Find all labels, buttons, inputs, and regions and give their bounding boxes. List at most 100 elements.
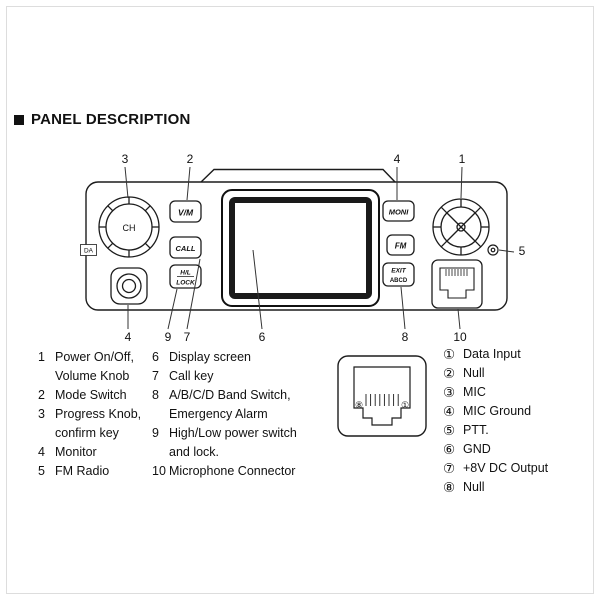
da-tag: DA <box>80 244 97 256</box>
callout-9: 9 <box>165 330 172 344</box>
mic-connector-pinout-diagram: ⑧ ① <box>337 355 427 437</box>
pin1-marker: ① <box>401 400 409 410</box>
legend-number: 2 <box>38 388 45 402</box>
legend-number: 1 <box>38 350 45 364</box>
vm-button-label: V/M <box>178 208 194 218</box>
callout-2: 2 <box>187 152 194 166</box>
legend-number: 5 <box>38 464 45 478</box>
pin-number: ③ <box>443 385 456 400</box>
callout-7: 7 <box>184 330 191 344</box>
pin-text: +8V DC Output <box>463 461 549 475</box>
pin-text: MIC <box>463 385 486 399</box>
callout-numbers: 3 2 4 1 5 4 9 7 6 8 10 <box>122 152 526 344</box>
pin-item: ⑤ PTT. <box>443 421 548 440</box>
legend-text: Mode Switch <box>55 388 127 402</box>
legend-item: 9 High/Low power switch <box>152 424 297 443</box>
legend-item: and lock. <box>152 443 297 462</box>
callout-4-bottom: 4 <box>125 330 132 344</box>
vm-button: V/M <box>169 200 202 223</box>
progress-knob-label: CH <box>123 223 136 233</box>
legend-text: and lock. <box>169 445 220 459</box>
legend-number <box>38 367 55 386</box>
fm-button-label: FM <box>395 242 407 251</box>
pin-text: MIC Ground <box>463 404 532 418</box>
hl-lock-button: H/L LOCK <box>169 264 202 289</box>
pin-number: ⑤ <box>443 423 456 438</box>
legend-number: 10 <box>152 464 166 478</box>
section-marker-icon <box>14 114 24 125</box>
legend-item: 7 Call key <box>152 367 297 386</box>
hl-button-label: H/L <box>180 270 191 277</box>
legend-column-middle: 6 Display screen 7 Call key 8 A/B/C/D Band … <box>152 348 297 481</box>
connector-outline <box>337 355 427 437</box>
legend-number: 7 <box>152 369 159 383</box>
pin-number: ② <box>443 366 456 381</box>
mic-jack <box>431 259 483 309</box>
legend-number: 6 <box>152 350 159 364</box>
legend-item: 2 Mode Switch <box>38 386 141 405</box>
legend-item: Volume Knob <box>38 367 141 386</box>
volume-knob <box>432 198 490 256</box>
legend-text: Call key <box>169 369 214 383</box>
legend-number: 4 <box>38 445 45 459</box>
legend-text: Microphone Connector <box>169 464 296 478</box>
pin-item: ⑦ +8V DC Output <box>443 459 548 478</box>
pin-description-list: ① Data Input ② Null ③ MIC ④ MIC Ground ⑤ PTT.… <box>443 345 548 497</box>
pin-number: ① <box>443 347 456 362</box>
pin-text: PTT. <box>463 423 489 437</box>
legend-item: Emergency Alarm <box>152 405 297 424</box>
connector-pins <box>365 394 399 406</box>
pin-text: Null <box>463 480 485 494</box>
legend-item: 6 Display screen <box>152 348 297 367</box>
pin-item: ② Null <box>443 364 548 383</box>
callout-lines <box>124 166 515 330</box>
pin-item: ④ MIC Ground <box>443 402 548 421</box>
legend-number: 3 <box>38 407 45 421</box>
callout-6: 6 <box>259 330 266 344</box>
callout-4-top: 4 <box>394 152 401 166</box>
callout-1: 1 <box>459 152 466 166</box>
screw-hole <box>487 244 499 256</box>
legend-number <box>152 443 169 462</box>
legend-text: Progress Knob, <box>55 407 142 421</box>
legend-text: FM Radio <box>55 464 110 478</box>
progress-knob <box>98 196 160 258</box>
legend-text: Power On/Off, <box>55 350 134 364</box>
exit-abcd-button: EXIT ABCD <box>382 262 415 287</box>
section-title: PANEL DESCRIPTION <box>14 111 191 128</box>
da-tag-label: DA <box>84 248 94 255</box>
pin-number: ⑧ <box>443 480 456 495</box>
legend-text: High/Low power switch <box>169 426 297 440</box>
legend-text: confirm key <box>55 426 119 440</box>
page-title: PANEL DESCRIPTION <box>31 111 191 128</box>
legend-number <box>152 405 169 424</box>
legend-text: Display screen <box>169 350 251 364</box>
legend-number: 8 <box>152 388 159 402</box>
legend-number: 9 <box>152 426 159 440</box>
legend-item: 4 Monitor <box>38 443 141 462</box>
pin-text: Null <box>463 366 485 380</box>
legend-text: Volume Knob <box>55 369 130 383</box>
legend-item: confirm key <box>38 424 141 443</box>
connector-socket <box>353 366 411 426</box>
legend-text: Emergency Alarm <box>169 407 268 421</box>
legend-text: Monitor <box>55 445 97 459</box>
call-button: CALL <box>169 236 202 259</box>
callout-10: 10 <box>453 330 467 344</box>
pin-item: ① Data Input <box>443 345 548 364</box>
legend-item: 5 FM Radio <box>38 462 141 481</box>
pin-text: Data Input <box>463 347 521 361</box>
legend-item: 8 A/B/C/D Band Switch, <box>152 386 297 405</box>
legend-text: A/B/C/D Band Switch, <box>169 388 291 402</box>
pin8-marker: ⑧ <box>355 400 363 410</box>
pin-number: ④ <box>443 404 456 419</box>
round-button <box>110 267 148 305</box>
fm-button: FM <box>386 234 415 256</box>
call-button-label: CALL <box>176 244 196 253</box>
moni-button-label: MONI <box>389 208 409 217</box>
pin-number: ⑦ <box>443 461 456 476</box>
callout-8: 8 <box>402 330 409 344</box>
